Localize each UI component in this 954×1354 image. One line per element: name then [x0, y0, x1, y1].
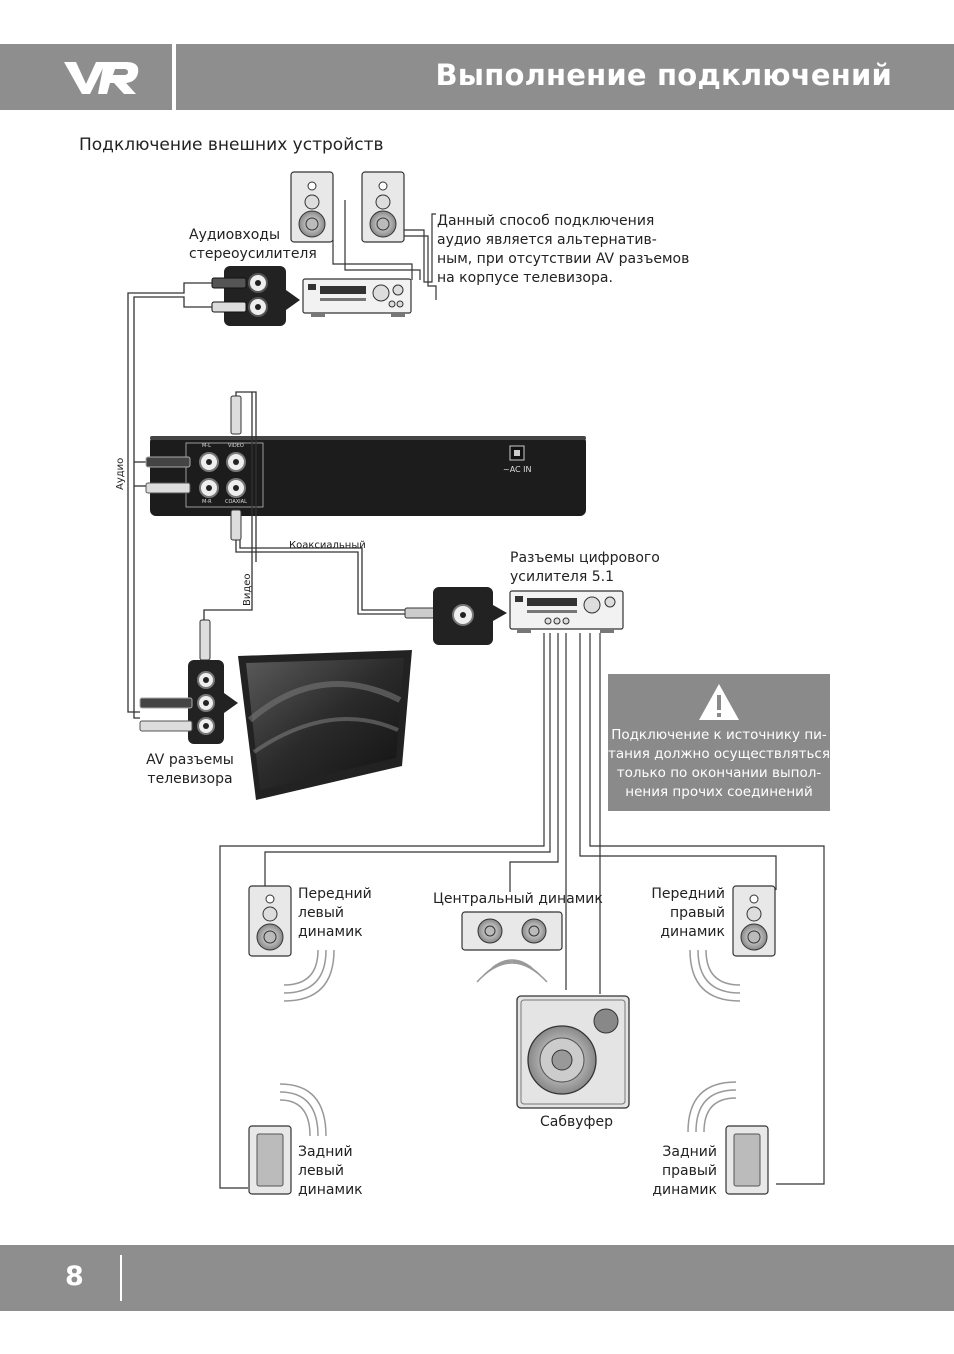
- vr-logo: [64, 62, 139, 94]
- section-title: Подключение внешних устройств: [79, 135, 384, 155]
- label-line: Данный способ подключения: [437, 213, 655, 229]
- tv-av-label: AV разъемы телевизора: [140, 751, 240, 789]
- coaxial-cable-label: Коаксиальный: [289, 540, 366, 551]
- label-line: динамик: [298, 1182, 363, 1198]
- label-line: динамик: [298, 924, 363, 940]
- label-line: телевизора: [147, 771, 233, 787]
- jack-coaxial-label: COAXIAL: [225, 499, 247, 505]
- jack-ml-label: M-L: [202, 443, 211, 449]
- alternative-note: Данный способ подключения аудио является…: [437, 212, 689, 288]
- rear-left-label: Задний левый динамик: [298, 1143, 363, 1200]
- dvd-player: [145, 436, 586, 516]
- label-line: Разъемы цифрового: [510, 550, 660, 566]
- header-divider: [172, 44, 176, 110]
- label-line: динамик: [660, 924, 725, 940]
- top-left-speaker: [290, 171, 334, 243]
- label-line: динамик: [652, 1182, 717, 1198]
- page-title: Выполнение подключений: [435, 58, 892, 92]
- label-line: на корпусе телевизора.: [437, 270, 613, 286]
- label-line: Передний: [651, 886, 725, 902]
- front-right-speaker: [689, 885, 776, 1002]
- rear-right-speaker: [687, 1081, 769, 1195]
- label-line: Передний: [298, 886, 372, 902]
- front-left-label: Передний левый динамик: [298, 885, 372, 942]
- label-line: аудио является альтернатив-: [437, 232, 657, 248]
- rear-left-speaker: [248, 1083, 327, 1195]
- jack-video-label: VIDEO: [228, 443, 244, 449]
- label-line: ным, при отсутствии AV разъемов: [437, 251, 690, 267]
- label-line: Задний: [662, 1144, 717, 1160]
- stereo-amplifier: [302, 278, 412, 317]
- warning-line: нения прочих соединений: [625, 784, 813, 800]
- label-line: правый: [669, 905, 725, 921]
- tv-av-jack-panel: [139, 660, 238, 744]
- label-line: правый: [661, 1163, 717, 1179]
- subwoofer-label: Сабвуфер: [540, 1114, 613, 1130]
- rear-right-label: Задний правый динамик: [617, 1143, 717, 1200]
- video-cable-label: Видео: [242, 573, 253, 606]
- power-warning-box: Подключение к источнику пи- тания должно…: [608, 674, 830, 811]
- label-line: Аудиовходы: [189, 227, 281, 243]
- footer-divider: [120, 1255, 122, 1301]
- digital-amp-jack-panel: [404, 587, 507, 645]
- page-footer: 8: [0, 1245, 954, 1311]
- label-line: левый: [298, 1163, 344, 1179]
- page-header: Выполнение подключений: [0, 44, 954, 110]
- stereo-amp-jack-panel: [211, 266, 300, 326]
- front-left-speaker: [248, 885, 335, 1002]
- speaker-wires: [219, 633, 825, 1189]
- warning-text: Подключение к источнику пи- тания должно…: [608, 726, 830, 802]
- center-speaker: [461, 911, 563, 983]
- digital-amplifier-5-1: [509, 590, 624, 633]
- label-line: усилителя 5.1: [510, 569, 614, 585]
- television: [238, 650, 412, 800]
- top-right-speaker: [361, 171, 405, 243]
- jack-mr-label: M-R: [202, 499, 212, 505]
- front-right-label: Передний правый динамик: [625, 885, 725, 942]
- page-number: 8: [65, 1261, 84, 1292]
- warning-line: только по окончании выпол-: [616, 765, 822, 781]
- label-line: стереоусилителя: [189, 246, 317, 262]
- stereo-inputs-label: Аудиовходы стереоусилителя: [189, 226, 317, 264]
- warning-line: тания должно осуществляться: [608, 746, 830, 762]
- label-line: AV разъемы: [146, 752, 234, 768]
- ac-in-label: ~AC IN: [503, 465, 532, 474]
- digital-amp-label: Разъемы цифрового усилителя 5.1: [510, 549, 660, 587]
- warning-triangle-icon: [699, 684, 739, 720]
- label-line: Задний: [298, 1144, 353, 1160]
- warning-line: Подключение к источнику пи-: [611, 727, 827, 743]
- audio-cable-label: Аудио: [115, 457, 126, 490]
- subwoofer: [516, 995, 630, 1109]
- logo-area: [0, 44, 172, 110]
- label-line: левый: [298, 905, 344, 921]
- center-speaker-label: Центральный динамик: [433, 891, 603, 907]
